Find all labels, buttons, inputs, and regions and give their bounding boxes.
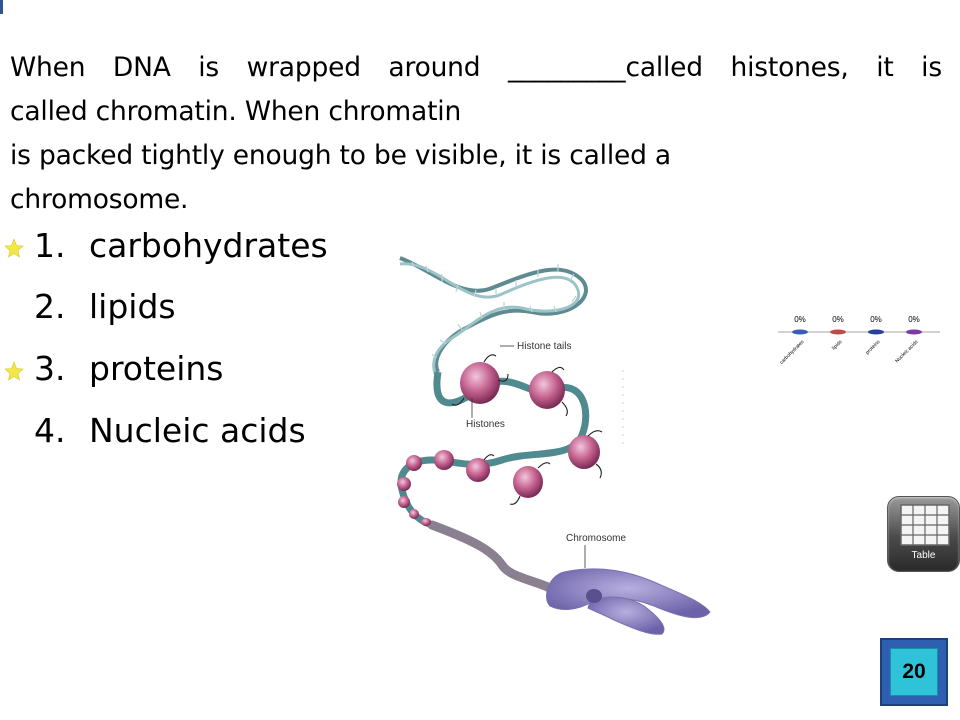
chart-category-label: Nucleic acids bbox=[894, 339, 919, 364]
nucleosome bbox=[513, 466, 543, 498]
response-count: 20 bbox=[890, 648, 938, 696]
nucleosome bbox=[460, 362, 500, 404]
chart-bar bbox=[868, 329, 884, 335]
nucleosome bbox=[421, 518, 431, 526]
nucleosome bbox=[406, 455, 422, 471]
chart-bar bbox=[792, 329, 808, 335]
chart-value-label: 0% bbox=[832, 315, 844, 324]
chart-value-label: 0% bbox=[908, 315, 920, 324]
nucleosome bbox=[409, 509, 419, 519]
slide-corner-mark bbox=[0, 0, 3, 14]
answer-option-4[interactable]: 4. Nucleic acids bbox=[0, 411, 360, 461]
nucleosome bbox=[529, 371, 565, 409]
question-word: it bbox=[876, 52, 894, 83]
nucleosome bbox=[434, 450, 454, 470]
chart-value-label: 0% bbox=[794, 315, 806, 324]
chromosome-shape bbox=[546, 568, 711, 635]
table-icon bbox=[900, 504, 950, 546]
question-word: is bbox=[921, 52, 942, 83]
chart-bar bbox=[906, 329, 922, 335]
chart-bar bbox=[830, 329, 846, 335]
answer-label: Nucleic acids bbox=[89, 411, 306, 450]
answer-number: 2. bbox=[34, 287, 66, 326]
answer-number: 3. bbox=[34, 349, 66, 388]
question-line-1: When DNA is wrapped around _________called his… bbox=[10, 46, 942, 90]
answer-label: carbohydrates bbox=[89, 226, 328, 265]
answer-label: lipids bbox=[89, 287, 176, 326]
chart-category-label: lipids bbox=[831, 339, 844, 352]
question-line-4: chromosome. bbox=[10, 184, 189, 215]
chart-category-label: proteins bbox=[865, 339, 882, 356]
question-line-3: is packed tightly enough to be visible, … bbox=[10, 140, 671, 171]
table-button[interactable]: Table bbox=[887, 496, 960, 572]
answer-number: 4. bbox=[34, 411, 66, 450]
question-word: DNA bbox=[112, 52, 171, 83]
chart-category-label: carbohydrates bbox=[779, 339, 806, 366]
question-word: When bbox=[10, 52, 86, 83]
label-histone-tails: Histone tails bbox=[517, 341, 571, 352]
dna-chromatin-illustration: Histone tails Histones Chromosome bbox=[397, 250, 711, 635]
table-button-label: Table bbox=[911, 550, 936, 561]
answer-option-2[interactable]: 2. lipids bbox=[0, 287, 360, 337]
answer-option-1[interactable]: 1. carbohydrates bbox=[0, 226, 360, 276]
question-word: histones, bbox=[730, 52, 849, 83]
label-histones: Histones bbox=[466, 419, 505, 430]
answer-number: 1. bbox=[34, 226, 66, 265]
question-text: When DNA is wrapped around _________called his… bbox=[10, 46, 942, 222]
answer-label: proteins bbox=[89, 349, 224, 388]
question-word: wrapped bbox=[246, 52, 361, 83]
question-line-2: called chromatin. When chromatin bbox=[10, 96, 462, 127]
dna-helix-strand bbox=[399, 262, 581, 377]
label-chromosome: Chromosome bbox=[566, 533, 626, 544]
nucleosome bbox=[398, 496, 410, 508]
nucleosome bbox=[568, 435, 600, 469]
response-chart: 0% carbohydrates 0% lipids 0% proteins 0% Nucle… bbox=[778, 315, 940, 366]
response-counter: 20 bbox=[880, 638, 948, 706]
star-icon bbox=[4, 238, 24, 258]
chart-value-label: 0% bbox=[870, 315, 882, 324]
star-icon bbox=[4, 361, 24, 381]
nucleosome bbox=[397, 477, 411, 491]
answer-option-3[interactable]: 3. proteins bbox=[0, 349, 360, 399]
nucleosome bbox=[466, 458, 490, 482]
question-word: around bbox=[388, 52, 481, 83]
question-word: is bbox=[198, 52, 220, 83]
question-word: _________called bbox=[508, 52, 703, 83]
